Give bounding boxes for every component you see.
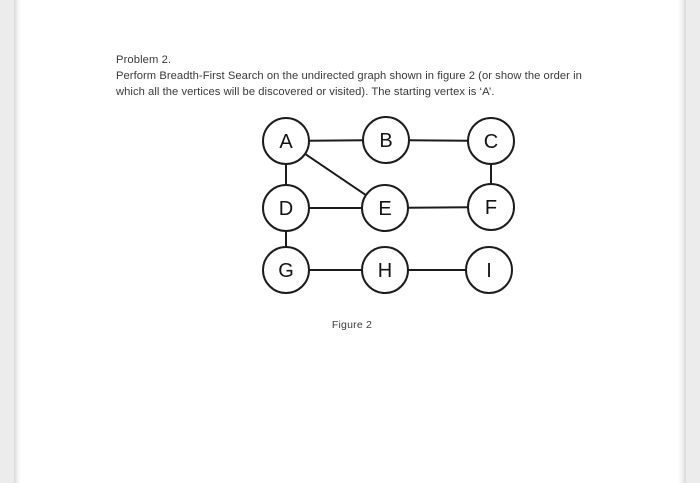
viewer-right-gutter (686, 0, 700, 483)
node-layer: A B C D E F G H I (262, 116, 515, 294)
node-label-g: G (278, 260, 294, 282)
edge-layer (285, 139, 492, 271)
node-circle-a (262, 117, 310, 165)
node-circle-h (361, 246, 409, 294)
node-label-e: E (378, 198, 391, 220)
page-edge-shadow-right (678, 0, 686, 483)
node-circle-d (262, 184, 310, 232)
graph-node-b: B (362, 116, 410, 164)
graph-node-h: H (361, 246, 409, 294)
graph-edge-a-b (307, 139, 365, 142)
graph-node-d: D (262, 184, 310, 232)
node-circle-b (362, 116, 410, 164)
node-circle-c (467, 117, 515, 165)
graph-node-i: I (465, 246, 513, 294)
graph-edge-b-c (407, 139, 470, 142)
graph-node-a: A (262, 117, 310, 165)
problem-text-block: Problem 2. Perform Breadth-First Search … (116, 52, 616, 100)
figure-container: A B C D E F G H I (18, 112, 686, 312)
page-edge-shadow-left (14, 0, 21, 483)
node-label-c: C (484, 131, 498, 153)
node-circle-e (361, 184, 409, 232)
graph-node-e: E (361, 184, 409, 232)
graph-edge-a-e (303, 152, 368, 197)
node-label-h: H (378, 260, 392, 282)
graph-node-f: F (467, 183, 515, 231)
viewer-left-gutter (0, 0, 14, 483)
graph-edge-e-f (406, 206, 470, 209)
node-circle-g (262, 246, 310, 294)
node-circle-f (467, 183, 515, 231)
graph-diagram: A B C D E F G H I (262, 116, 515, 294)
graph-node-c: C (467, 117, 515, 165)
node-label-f: F (485, 197, 497, 219)
node-label-d: D (279, 198, 293, 220)
graph-node-g: G (262, 246, 310, 294)
problem-statement: Perform Breadth-First Search on the undi… (116, 70, 582, 98)
node-circle-i (465, 246, 513, 294)
node-label-i: I (486, 260, 492, 282)
document-page: Problem 2. Perform Breadth-First Search … (18, 0, 686, 483)
problem-title: Problem 2. (116, 54, 172, 66)
figure-caption: Figure 2 (331, 319, 373, 331)
node-label-a: A (279, 131, 293, 153)
node-label-b: B (379, 130, 392, 152)
